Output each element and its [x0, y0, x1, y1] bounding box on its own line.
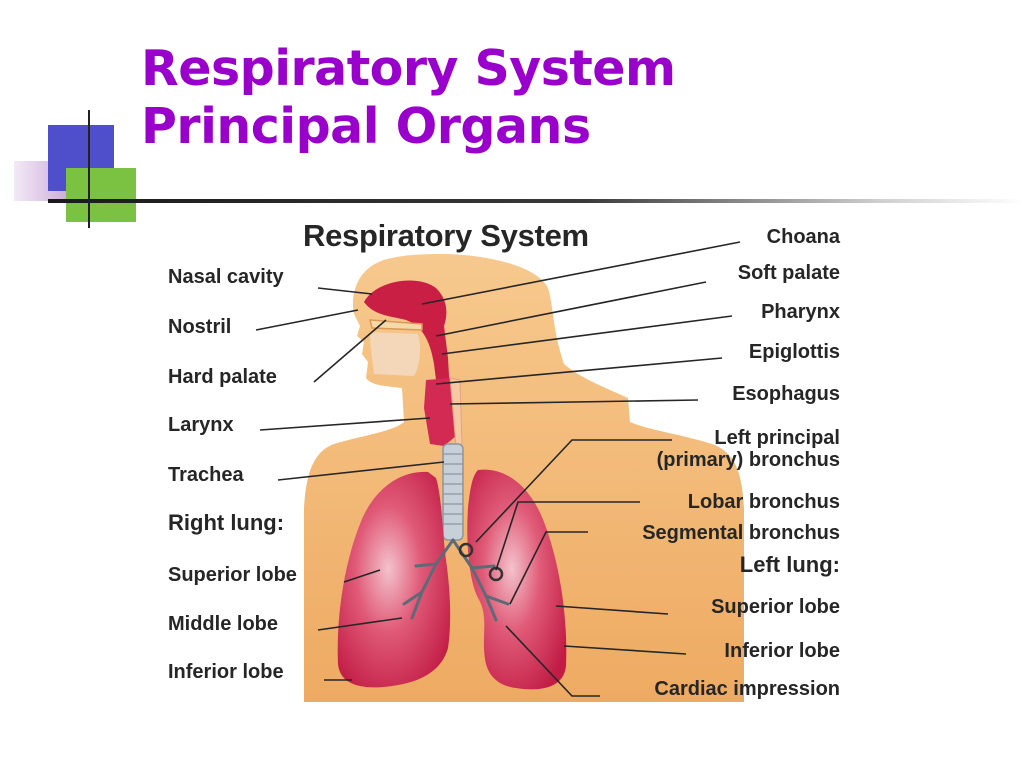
title-divider	[48, 199, 1024, 203]
esophagus-shape	[449, 377, 463, 447]
oral-cavity	[370, 332, 421, 376]
label-superior-lobe-left: Superior lobe	[711, 596, 840, 618]
label-esophagus: Esophagus	[732, 383, 840, 405]
trachea-rings	[443, 453, 463, 525]
label-pharynx: Pharynx	[761, 301, 840, 323]
label-soft-palate: Soft palate	[737, 262, 840, 284]
respiratory-diagram: Respiratory System Nasal cavity Nostril …	[160, 208, 850, 702]
label-middle-lobe: Middle lobe	[168, 613, 278, 635]
right-lung	[337, 471, 451, 688]
label-nasal-cavity: Nasal cavity	[168, 266, 284, 288]
label-cardiac-impression: Cardiac impression	[654, 678, 840, 700]
label-right-lung-heading: Right lung:	[168, 510, 285, 535]
anatomy-illustration	[255, 241, 744, 702]
decor-vertical-line	[88, 110, 90, 228]
label-superior-lobe-right: Superior lobe	[168, 564, 297, 586]
leader-lines	[255, 241, 741, 697]
label-inferior-lobe-left: Inferior lobe	[724, 640, 840, 662]
label-segmental-bronchus: Segmental bronchus	[642, 522, 840, 544]
bronchus-marker-1	[458, 542, 474, 558]
label-trachea: Trachea	[168, 464, 244, 486]
label-hard-palate: Hard palate	[168, 366, 277, 388]
label-left-principal-bronchus: Left principal (primary) bronchus	[657, 427, 840, 471]
label-lobar-bronchus: Lobar bronchus	[687, 491, 840, 513]
slide-title-line1: Respiratory System	[141, 40, 676, 97]
label-left-principal-line2: (primary) bronchus	[656, 449, 840, 471]
trachea-shape	[442, 443, 464, 541]
label-epiglottis: Epiglottis	[748, 341, 840, 363]
label-larynx: Larynx	[168, 414, 234, 436]
slide-title-line2: Principal Organs	[141, 98, 591, 155]
nasal-airway	[364, 280, 450, 396]
label-left-principal-line1: Left principal	[714, 427, 840, 449]
diagram-title: Respiratory System	[303, 218, 589, 253]
label-left-lung-heading: Left lung:	[739, 552, 840, 577]
decor-green-square	[66, 168, 136, 222]
slide-title: Respiratory System Principal Organs	[141, 40, 676, 156]
label-inferior-lobe-right: Inferior lobe	[168, 661, 284, 683]
label-choana: Choana	[766, 226, 840, 248]
label-nostril: Nostril	[168, 316, 232, 338]
larynx-shape	[424, 378, 456, 446]
